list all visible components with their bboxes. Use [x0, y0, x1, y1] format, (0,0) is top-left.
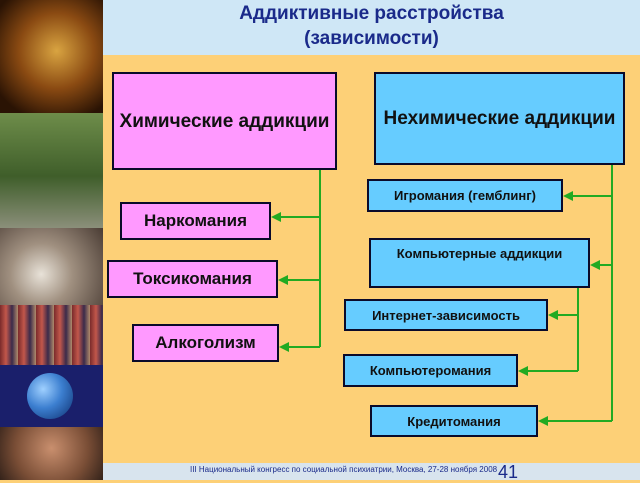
sidebar-photo-strip [0, 0, 103, 480]
pills-and-syringe-photo [0, 228, 103, 305]
crowd-photo [0, 305, 103, 365]
slide-subtitle: (зависимости) [304, 28, 439, 49]
page-number: 41 [498, 462, 519, 482]
footer-caption: III Национальный конгресс по социальной … [190, 465, 498, 474]
computer-addictions-box: Компьютерные аддикции [369, 238, 590, 288]
gambling-box: Игромания (гемблинг) [367, 179, 563, 212]
creditomania-box: Кредитомания [370, 405, 538, 437]
title-band [103, 0, 640, 55]
computeromania-box: Компьютеромания [343, 354, 518, 387]
nonchemical-addictions-box: Нехимические аддикции [374, 72, 625, 165]
joined-hands-photo [0, 427, 103, 480]
footer-band [103, 463, 640, 480]
internet-addiction-box: Интернет-зависимость [344, 299, 548, 331]
slide-title: Аддиктивные расстройства [239, 3, 504, 24]
narcomania-box: Наркомания [120, 202, 271, 240]
globe-photo [0, 365, 103, 427]
children-cycling-photo [0, 113, 103, 228]
globe-icon [27, 373, 73, 419]
alcoholism-box: Алкоголизм [132, 324, 279, 362]
chemical-addictions-box: Химические аддикции [112, 72, 337, 170]
toxicomania-box: Токсикомания [107, 260, 278, 298]
scales-of-justice-photo [0, 0, 103, 113]
